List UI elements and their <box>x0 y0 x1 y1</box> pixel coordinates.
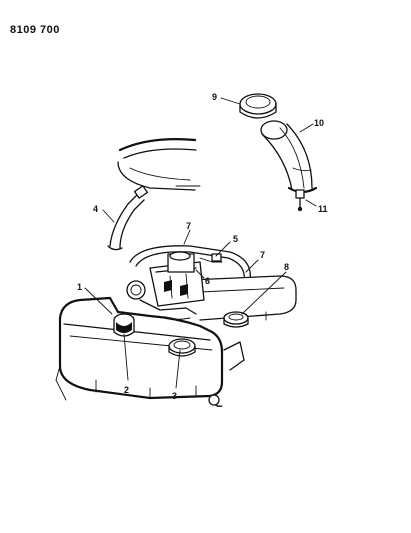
leader-5 <box>215 241 231 257</box>
left-valve-cover <box>58 296 224 407</box>
callout-7a: 7 <box>186 221 191 231</box>
leader-7a <box>183 229 191 245</box>
callout-labels: 1 2 3 4 5 6 7 7 8 9 10 11 <box>77 92 328 401</box>
leader-11 <box>305 199 317 207</box>
leader-7b <box>245 259 259 273</box>
leader-1 <box>84 287 113 315</box>
air-cleaner-housing <box>117 138 201 191</box>
carburetor <box>126 251 205 321</box>
figure-code: 8109 700 <box>10 24 60 36</box>
callout-9: 9 <box>212 92 217 102</box>
callout-11: 11 <box>318 204 328 214</box>
leader-6 <box>195 269 205 279</box>
leader-lines <box>84 97 317 389</box>
grommet-part-9 <box>239 93 277 119</box>
callout-1: 1 <box>77 282 82 292</box>
leader-8 <box>241 271 287 315</box>
callout-2: 2 <box>124 385 129 395</box>
clamp-part-11 <box>287 186 318 212</box>
callout-7b: 7 <box>260 250 265 260</box>
leader-10 <box>299 123 314 133</box>
callout-10: 10 <box>314 118 324 128</box>
callout-3: 3 <box>172 391 177 401</box>
right-vent-cap <box>223 311 249 328</box>
leader-2 <box>123 333 129 381</box>
engine-assembly <box>55 251 297 407</box>
pcv-valve <box>113 313 135 337</box>
breather-hose-assembly <box>239 93 318 212</box>
hose-part-10 <box>260 120 313 191</box>
callout-6: 6 <box>205 276 210 286</box>
block-edge-left <box>55 365 67 401</box>
small-hose-part-4 <box>107 185 149 251</box>
callout-8: 8 <box>284 262 289 272</box>
callout-5: 5 <box>233 234 238 244</box>
leader-4 <box>102 209 115 223</box>
leader-9 <box>220 97 241 105</box>
block-edge <box>223 341 245 371</box>
callout-4: 4 <box>93 204 98 214</box>
leader-3 <box>175 349 181 389</box>
oil-filler-cap <box>168 338 196 357</box>
right-valve-cover <box>189 275 297 323</box>
